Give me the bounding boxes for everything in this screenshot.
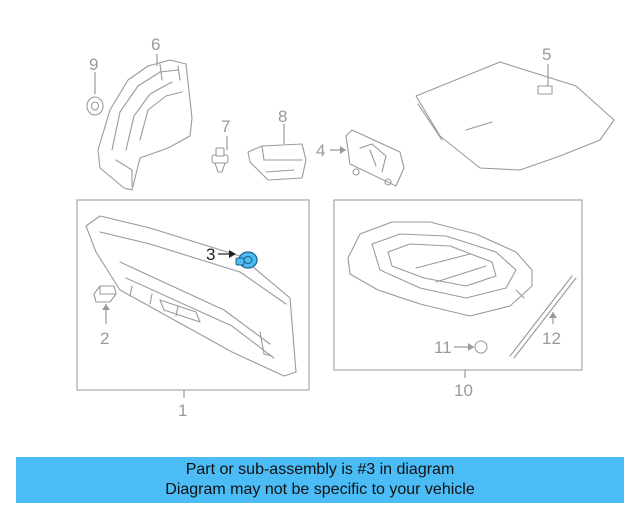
- callout-5: 5: [542, 45, 551, 64]
- callout-3: 3: [206, 245, 215, 264]
- callout-11: 11: [434, 338, 452, 357]
- arrow-2: [102, 304, 110, 310]
- part-12-support-rod: [509, 275, 577, 359]
- callout-12: 12: [542, 329, 561, 348]
- arrow-3: [229, 250, 236, 258]
- arrow-4: [340, 146, 346, 154]
- part-1-trunk-trim: [85, 215, 297, 377]
- callout-1: 1: [178, 401, 187, 420]
- banner-line-1: Part or sub-assembly is #3 in diagram: [185, 461, 455, 478]
- part-8-bracket: [247, 143, 307, 181]
- part-10-cargo-tray: [347, 221, 533, 317]
- part-5-floor-board: [415, 61, 615, 171]
- banner-line-2: Diagram may not be specific to your vehi…: [165, 481, 475, 498]
- callout-10: 10: [454, 381, 473, 400]
- callout-7: 7: [221, 117, 230, 136]
- part-4-latch: [345, 129, 405, 187]
- part-9-grommet: [86, 96, 104, 116]
- part-7-clip: [211, 147, 229, 173]
- callout-6: 6: [151, 35, 160, 54]
- part-11-grommet: [474, 340, 488, 354]
- part-6-quarter-trim: [97, 59, 193, 191]
- callout-4: 4: [316, 141, 325, 160]
- callout-9: 9: [89, 55, 98, 74]
- arrow-12: [549, 312, 557, 318]
- info-banner: Part or sub-assembly is #3 in diagram Di…: [16, 457, 624, 503]
- arrow-11: [468, 343, 474, 351]
- part-2-retainer: [93, 285, 117, 303]
- assembly-frame-1: [76, 199, 310, 391]
- callout-8: 8: [278, 107, 287, 126]
- callout-2: 2: [100, 329, 109, 348]
- assembly-frame-10: [333, 199, 583, 371]
- part-3-fastener: [235, 251, 258, 269]
